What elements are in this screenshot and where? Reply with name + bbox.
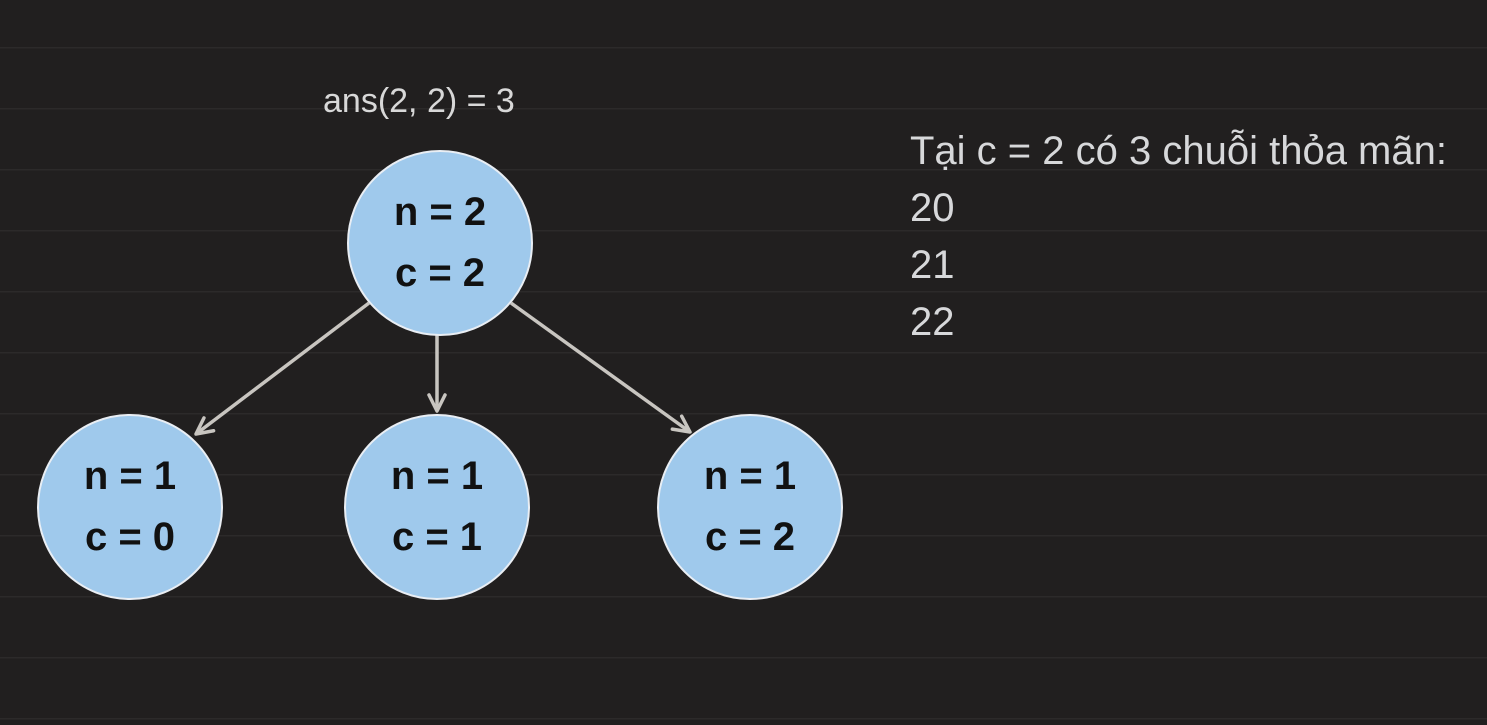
recursion-annotation: ans(2, 2) = 3 <box>323 82 515 120</box>
tree-node-root: n = 2 c = 2 <box>347 150 533 336</box>
side-note-item: 20 <box>910 186 955 230</box>
node-label-line1: n = 1 <box>390 454 484 498</box>
side-note-item: 21 <box>910 243 955 287</box>
side-note: Tại c = 2 có 3 chuỗi thỏa mãn: 20 21 22 <box>910 123 1447 351</box>
side-note-title: Tại c = 2 có 3 chuỗi thỏa mãn: <box>910 129 1447 173</box>
node-label-line2: c = 2 <box>704 515 796 559</box>
node-label-line1: n = 1 <box>83 454 177 498</box>
tree-node-child-0: n = 1 c = 0 <box>37 414 223 600</box>
node-label-line2: c = 2 <box>394 251 486 295</box>
node-label-line2: c = 1 <box>391 515 483 559</box>
edge-root-to-child-2 <box>509 301 692 434</box>
node-label-line1: n = 2 <box>393 190 487 234</box>
node-label-line1: n = 1 <box>703 454 797 498</box>
side-note-item: 22 <box>910 300 955 344</box>
edge-root-to-child-0 <box>194 301 371 436</box>
tree-node-child-2: n = 1 c = 2 <box>657 414 843 600</box>
tree-node-child-1: n = 1 c = 1 <box>344 414 530 600</box>
node-label-line2: c = 0 <box>84 515 176 559</box>
